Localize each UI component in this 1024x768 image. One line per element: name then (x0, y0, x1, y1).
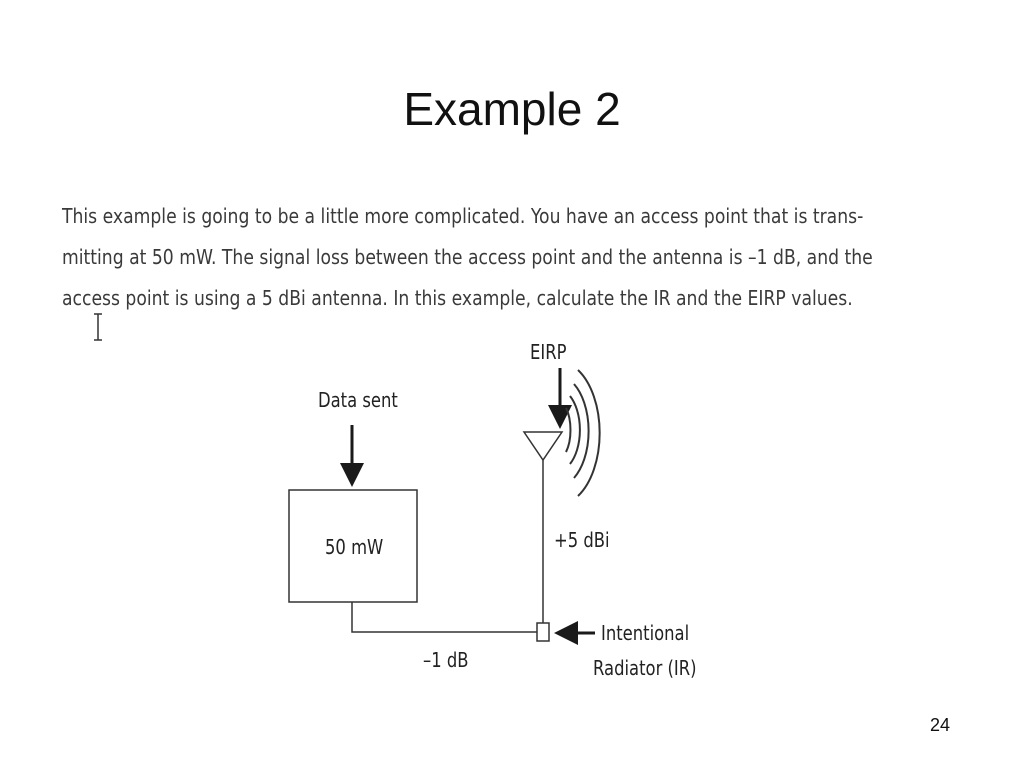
antenna-gain-label: +5 dBi (554, 528, 610, 552)
cable-loss-label: –1 dB (423, 648, 469, 672)
radio-waves-icon (565, 369, 601, 497)
body-paragraph: This example is going to be a little mor… (62, 198, 873, 321)
paragraph-line-1: This example is going to be a little mor… (62, 204, 864, 228)
ir-label-line-2: Radiator (IR) (593, 656, 697, 680)
data-sent-label: Data sent (318, 388, 398, 412)
slide-title: Example 2 (403, 83, 621, 135)
text-cursor-icon (94, 313, 102, 341)
access-point-box (288, 489, 418, 603)
paragraph-line-2: mitting at 50 mW. The signal loss betwee… (62, 245, 873, 269)
cable-line (351, 602, 537, 633)
page-number: 24 (930, 715, 951, 735)
paragraph-line-3: access point is using a 5 dBi antenna. I… (62, 286, 853, 310)
connector-square (536, 622, 550, 642)
antenna-icon (522, 431, 564, 462)
eirp-label: EIRP (530, 340, 567, 364)
access-point-power-label: 50 mW (325, 535, 384, 559)
ir-label-line-1: Intentional (601, 621, 690, 645)
